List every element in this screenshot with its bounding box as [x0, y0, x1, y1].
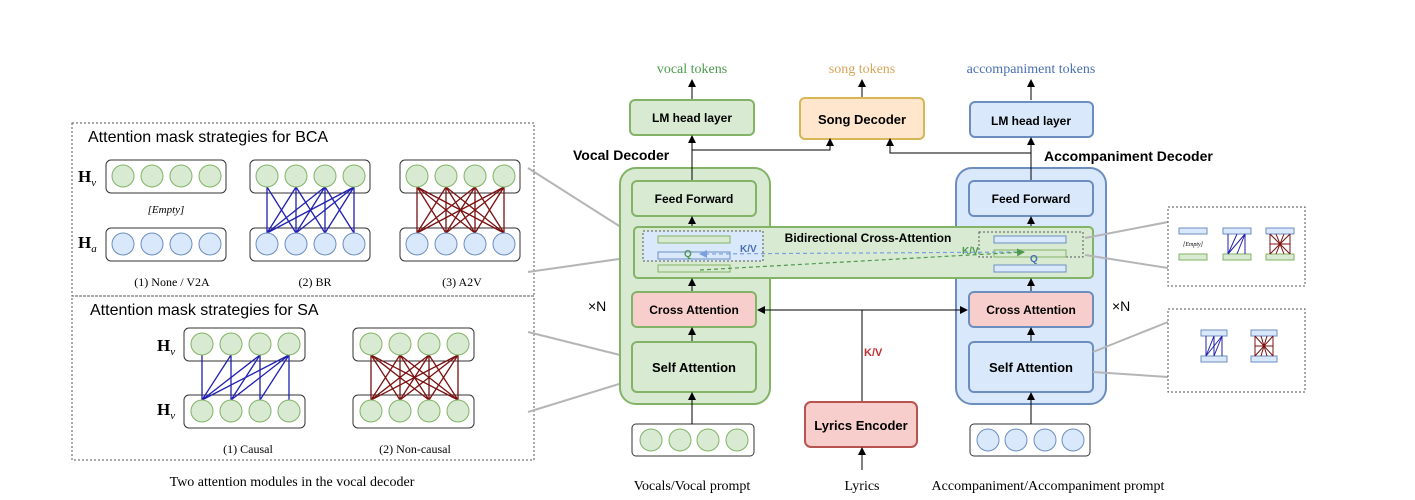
- song-decoder: Song Decoder: [799, 97, 925, 140]
- bidirectional-cross-attention: Bidirectional Cross-Attention K/V Q K/V …: [633, 226, 1094, 279]
- bca-caption-2: (2) BR: [299, 275, 332, 289]
- feed-forward-left: Feed Forward: [631, 180, 757, 217]
- svg-text:LM head layer: LM head layer: [991, 114, 1071, 128]
- accompaniment-input-tokens: [969, 423, 1091, 457]
- empty-label: [Empty]: [148, 204, 185, 216]
- svg-text:Self Attention: Self Attention: [989, 360, 1073, 375]
- sa-causal-diagram: [183, 327, 306, 429]
- lm-head-right: LM head layer: [969, 101, 1094, 138]
- vocal-prompt-label: Vocals/Vocal prompt: [634, 479, 751, 494]
- cross-attention-left: Cross Attention: [631, 291, 757, 328]
- q-left: Q: [684, 249, 692, 260]
- svg-text:Feed Forward: Feed Forward: [655, 192, 734, 206]
- song-tokens-label: song tokens: [829, 62, 896, 77]
- bca-a2v-diagram: [399, 159, 521, 262]
- mini-empty-label: [Empty]: [1183, 242, 1204, 248]
- sa-strategies-panel: Attention mask strategies for SA Hv Hv: [71, 295, 535, 461]
- bca-br-diagram: [249, 159, 371, 262]
- kv-right: K/V: [962, 246, 979, 257]
- lyrics-encoder: Lyrics Encoder: [804, 401, 918, 448]
- svg-text:Song Decoder: Song Decoder: [818, 112, 906, 127]
- q-right: Q: [1030, 254, 1038, 265]
- hv-label: Hv: [78, 167, 96, 189]
- svg-text:Cross Attention: Cross Attention: [986, 303, 1076, 317]
- svg-text:LM head layer: LM head layer: [652, 111, 732, 125]
- sa-title: Attention mask strategies for SA: [90, 302, 319, 319]
- sa-hv-bottom-label: Hv: [157, 400, 175, 422]
- bca-none-v2a-diagram: [Empty]: [105, 159, 227, 262]
- bca-caption-1: (1) None / V2A: [134, 275, 210, 289]
- sa-caption-2: (2) Non-causal: [379, 442, 451, 456]
- svg-text:Feed Forward: Feed Forward: [992, 192, 1071, 206]
- sa-noncausal-diagram: [352, 327, 475, 429]
- bca-title: Attention mask strategies for BCA: [88, 129, 328, 146]
- sa-caption-1: (1) Causal: [223, 442, 273, 456]
- vocal-tokens-label: vocal tokens: [657, 62, 727, 77]
- bca-caption-3: (3) A2V: [442, 275, 482, 289]
- svg-text:Cross Attention: Cross Attention: [649, 303, 739, 317]
- bca-strategies-panel: Attention mask strategies for BCA Hv Ha …: [71, 122, 535, 297]
- sa-hv-top-label: Hv: [157, 336, 175, 358]
- bca-label: Bidirectional Cross-Attention: [785, 231, 952, 245]
- xn-right: ×N: [1112, 298, 1130, 314]
- right-connectors: [1084, 221, 1169, 378]
- right-sa-mini-panel: [1167, 308, 1306, 393]
- lm-head-left: LM head layer: [629, 99, 755, 136]
- kv-left: K/V: [740, 244, 757, 255]
- feed-forward-right: Feed Forward: [968, 180, 1094, 217]
- lyrics-label: Lyrics: [845, 479, 880, 494]
- accompaniment-decoder-title: Accompaniment Decoder: [1044, 148, 1213, 164]
- xn-left: ×N: [588, 298, 606, 314]
- ha-label: Ha: [78, 233, 97, 255]
- accompaniment-prompt-label: Accompaniment/Accompaniment prompt: [932, 479, 1165, 494]
- self-attention-right: Self Attention: [968, 341, 1094, 393]
- self-attention-left: Self Attention: [631, 341, 757, 393]
- right-bca-mini-panel: [Empty]: [1167, 206, 1306, 287]
- svg-text:Self Attention: Self Attention: [652, 360, 736, 375]
- cross-attention-right: Cross Attention: [968, 291, 1094, 328]
- left-panel-caption: Two attention modules in the vocal decod…: [170, 475, 415, 490]
- vocal-input-tokens: [631, 423, 755, 457]
- vocal-decoder-title: Vocal Decoder: [573, 147, 670, 163]
- accompaniment-tokens-label: accompaniment tokens: [967, 62, 1096, 77]
- svg-text:Lyrics Encoder: Lyrics Encoder: [814, 418, 907, 433]
- kv-lyrics: K/V: [864, 347, 883, 359]
